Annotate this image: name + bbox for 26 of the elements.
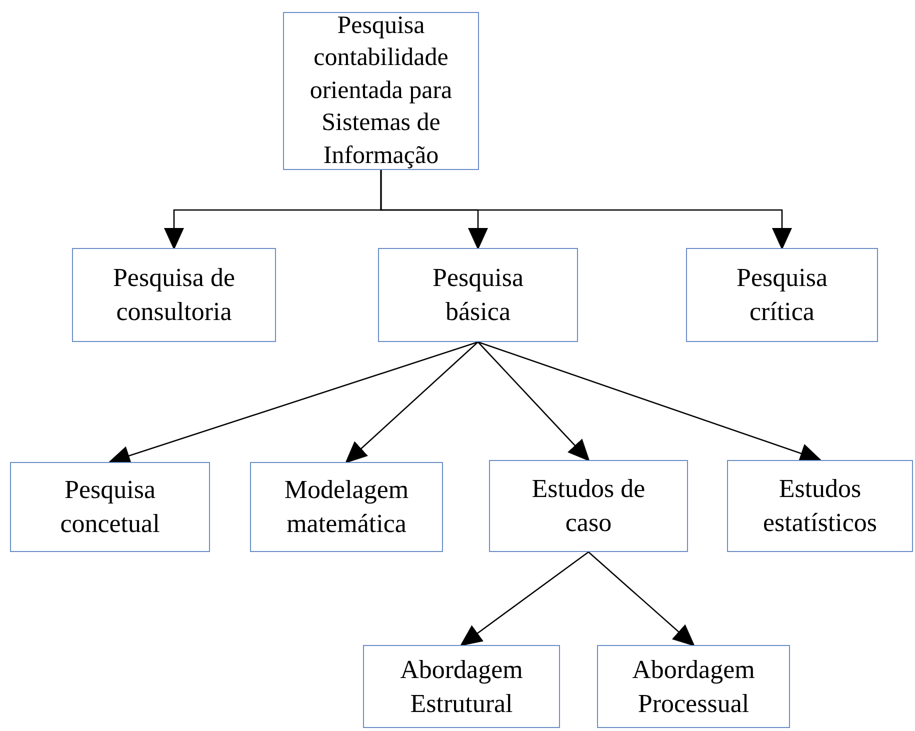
box-label: Pesquisa de consultoria	[112, 262, 236, 328]
process-box	[489, 460, 688, 552]
box-label: Estudos estatísticos	[762, 473, 878, 539]
process-box	[597, 645, 790, 728]
arrow	[478, 341, 822, 463]
process-box	[378, 248, 578, 342]
process-box	[72, 248, 276, 342]
box-label: Abordagem Processual	[631, 654, 756, 720]
arrow	[460, 551, 589, 646]
arrow	[380, 170, 792, 250]
arrow	[588, 552, 695, 646]
box-label: Abordagem Estrutural	[399, 654, 524, 720]
box-label: Estudos de caso	[530, 473, 646, 539]
box-label: Modelagem matemática	[283, 474, 410, 540]
process-box	[283, 12, 479, 170]
process-box	[686, 248, 878, 342]
process-box	[727, 460, 913, 552]
process-box	[10, 462, 210, 552]
process-box	[363, 645, 560, 728]
box-label: Pesquisa concetual	[59, 474, 161, 540]
process-box	[250, 462, 443, 552]
arrow	[478, 342, 590, 462]
box-label: Pesquisa básica	[432, 262, 524, 328]
box-label: Pesquisa contabilidade orientada para Sistemas de Informação	[308, 10, 454, 171]
arrow	[345, 342, 478, 464]
box-label: Pesquisa crítica	[736, 262, 828, 328]
